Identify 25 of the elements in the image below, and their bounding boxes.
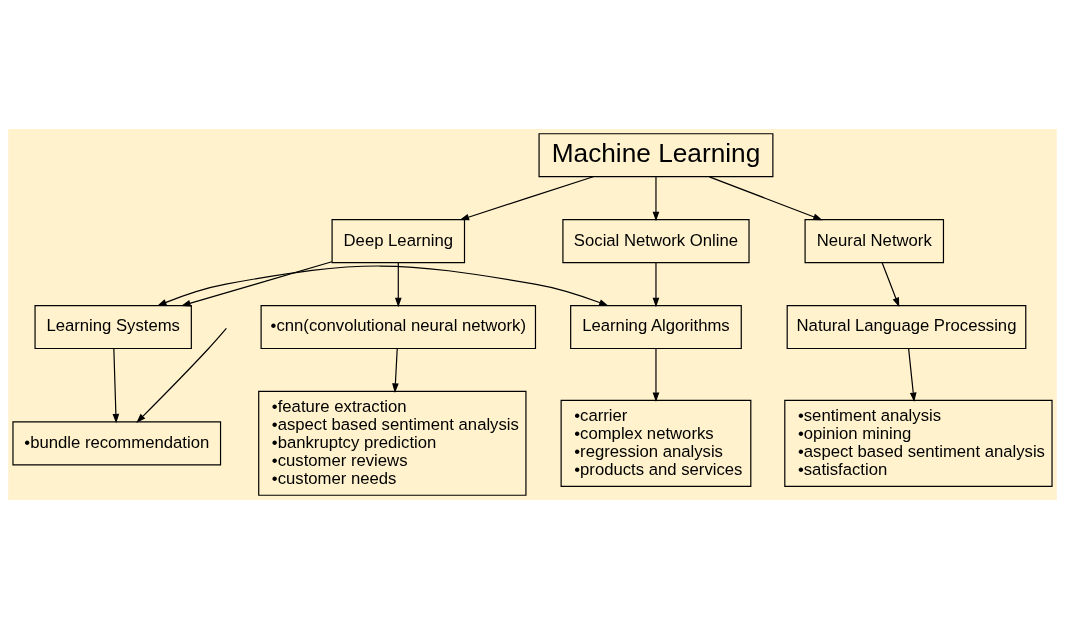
arrow xyxy=(652,175,660,221)
node-box: Learning Systems xyxy=(34,304,192,349)
arrow xyxy=(652,261,660,307)
arrow xyxy=(181,260,333,306)
arrow xyxy=(394,261,402,307)
arrow xyxy=(708,175,823,220)
node-box: •bundle recommendation xyxy=(12,420,222,465)
node-box: Machine Learning xyxy=(538,132,774,177)
node-box: Social Network Online xyxy=(562,218,750,263)
arrow xyxy=(136,327,227,423)
node-box: •carrier •complex networks •regression analysis •products and services xyxy=(560,399,752,487)
arrow xyxy=(881,261,900,307)
node-box: •sentiment analysis •opinion mining •aspect based sentiment analysis •satisfaction xyxy=(784,399,1053,487)
arrow xyxy=(908,347,917,402)
arrow xyxy=(157,264,609,306)
arrow xyxy=(112,347,120,423)
node-box: Learning Algorithms xyxy=(570,304,742,349)
node-box: Deep Learning xyxy=(331,218,466,263)
node-box: Natural Language Processing xyxy=(786,304,1027,349)
node-box: Neural Network xyxy=(804,218,945,263)
arrow xyxy=(459,175,594,220)
node-box: •feature extraction •aspect based sentiment analysis •bankruptcy prediction •customer reviews •customer needs xyxy=(258,390,527,496)
arrow xyxy=(652,347,660,402)
arrow xyxy=(392,347,399,393)
node-box: •cnn(convolutional neural network) xyxy=(260,304,537,349)
